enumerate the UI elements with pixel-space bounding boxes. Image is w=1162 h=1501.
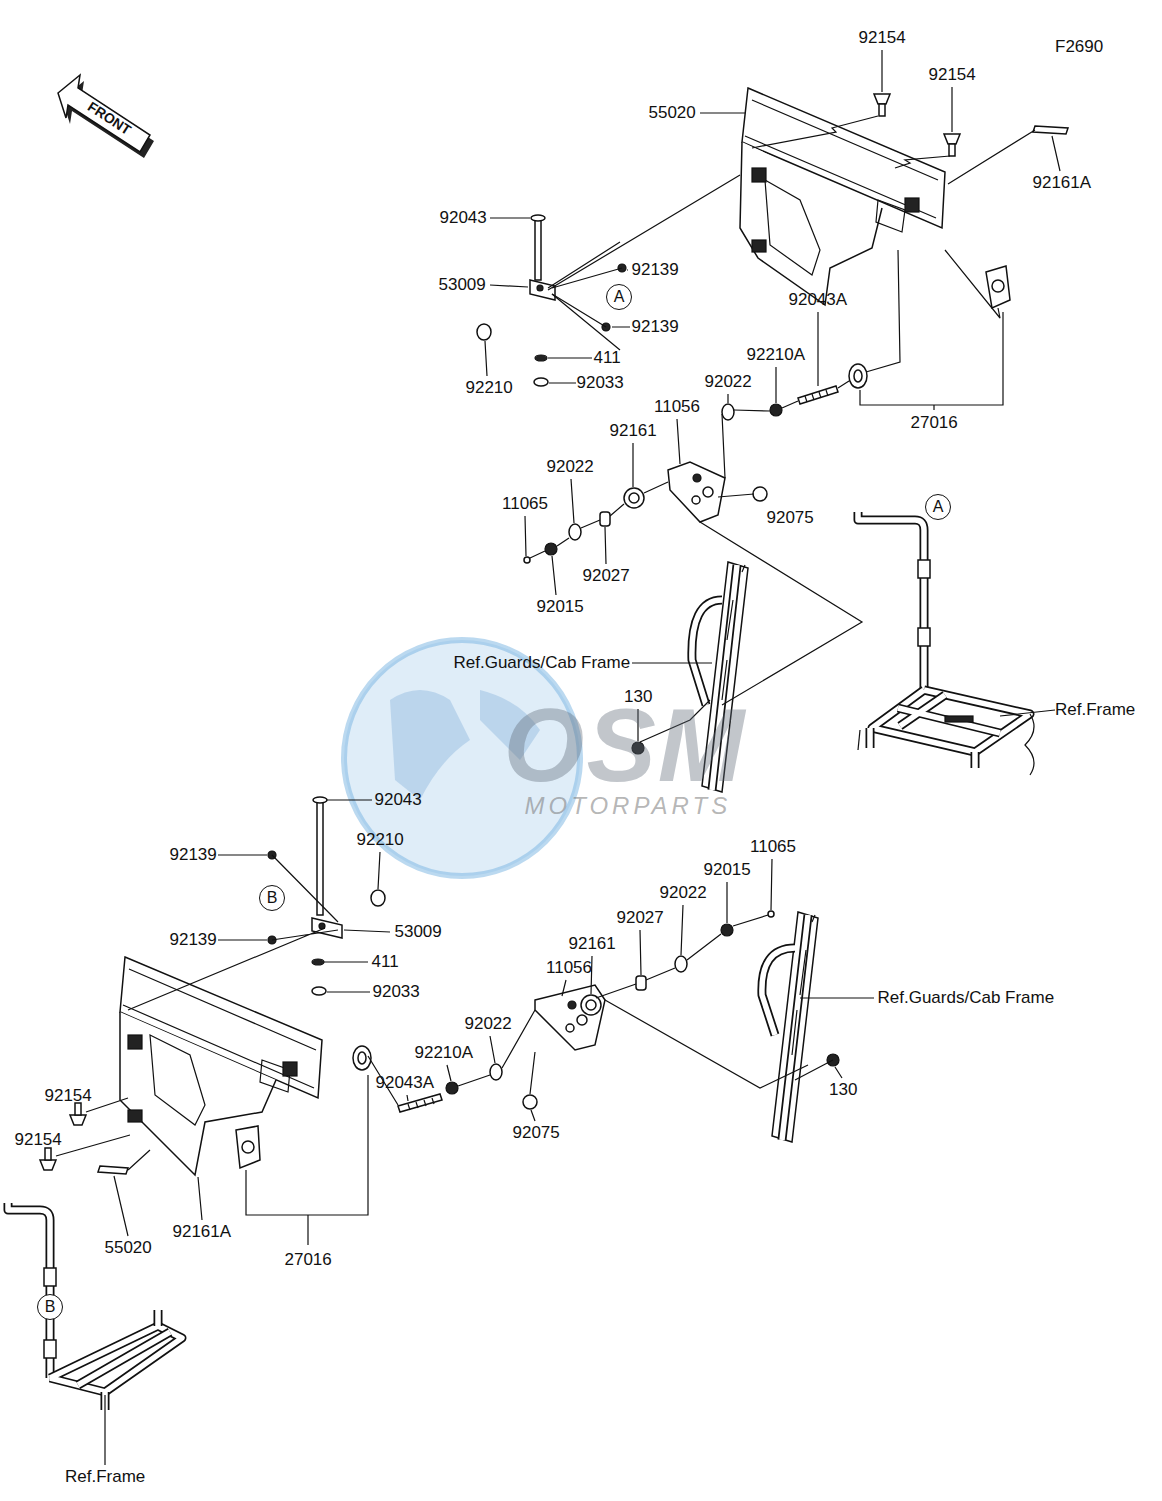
reference-letter: A	[614, 289, 625, 305]
callout-number: 92022	[705, 373, 752, 392]
callout-number: 92022	[660, 884, 707, 903]
callout-number: 92161	[569, 935, 616, 954]
callout-number: 53009	[395, 923, 442, 942]
callout-number: 92139	[632, 318, 679, 337]
callout-number: 11056	[546, 959, 592, 978]
callout-number: F2690	[1055, 38, 1103, 57]
callout-number: 55020	[649, 104, 696, 123]
callout-number: 92210A	[415, 1044, 474, 1063]
callout-number: 92154	[859, 29, 906, 48]
watermark: MOTORPARTS	[525, 793, 732, 819]
callout-number: 92022	[547, 458, 594, 477]
callout-number: 55020	[105, 1239, 152, 1258]
reference-circle: A	[925, 494, 951, 520]
callout-number: 92161	[610, 422, 657, 441]
reference-circle: B	[259, 885, 285, 911]
callout-number: 92154	[45, 1087, 92, 1106]
callout-number: 27016	[285, 1251, 332, 1270]
callout-number: 92075	[513, 1124, 560, 1143]
watermark: OSM	[504, 688, 747, 802]
callout-number: 92043A	[376, 1074, 435, 1093]
callout-number: 92043	[375, 791, 422, 810]
frame-tubes	[8, 512, 1034, 1410]
callout-number: 92139	[632, 261, 679, 280]
callout-number: 411	[372, 953, 399, 972]
callout-number: 92139	[170, 931, 217, 950]
callout-number: 92043	[440, 209, 487, 228]
callout-number: 92139	[170, 846, 217, 865]
callout-number: 92027	[617, 909, 664, 928]
leader-lines	[105, 50, 1060, 1465]
callout-number: 92210	[357, 831, 404, 850]
callout-number: 92033	[373, 983, 420, 1002]
callout-number: Ref.Guards/Cab Frame	[878, 989, 1055, 1008]
front-arrow	[58, 75, 150, 152]
callout-number: 92075	[767, 509, 814, 528]
hardware	[40, 797, 839, 1174]
cover-panel	[740, 88, 945, 305]
reference-letter: B	[267, 890, 278, 906]
callout-number: 11056	[654, 398, 700, 417]
callout-number: 92043A	[789, 291, 848, 310]
callout-number: 92210A	[747, 346, 806, 365]
cab-frame-pillar	[692, 562, 818, 1142]
cover-panel	[120, 957, 322, 1175]
reference-letter: A	[933, 499, 944, 515]
callout-number: 130	[829, 1081, 857, 1100]
reference-letter: B	[45, 1299, 56, 1315]
callout-number: 92022	[465, 1015, 512, 1034]
callout-number: 27016	[911, 414, 958, 433]
callout-number: 92154	[929, 66, 976, 85]
callout-number: Ref.Frame	[65, 1468, 145, 1487]
callout-number: 53009	[439, 276, 486, 295]
assembly-lines	[56, 116, 1035, 1245]
callout-number: 92161A	[1033, 174, 1092, 193]
callout-number: 11065	[750, 838, 796, 857]
callout-number: 92161A	[173, 1223, 232, 1242]
reference-circle: B	[37, 1294, 63, 1320]
callout-number: 411	[594, 349, 621, 368]
reference-circle: A	[606, 284, 632, 310]
callout-number: 92033	[577, 374, 624, 393]
callout-number: 92027	[583, 567, 630, 586]
callout-number: 92210	[466, 379, 513, 398]
callout-number: Ref.Frame	[1055, 701, 1135, 720]
callout-number: 92015	[537, 598, 584, 617]
callout-number: 92154	[15, 1131, 62, 1150]
callout-number: Ref.Guards/Cab Frame	[454, 654, 631, 673]
callout-number: 11065	[502, 495, 548, 514]
callout-number: 92015	[704, 861, 751, 880]
